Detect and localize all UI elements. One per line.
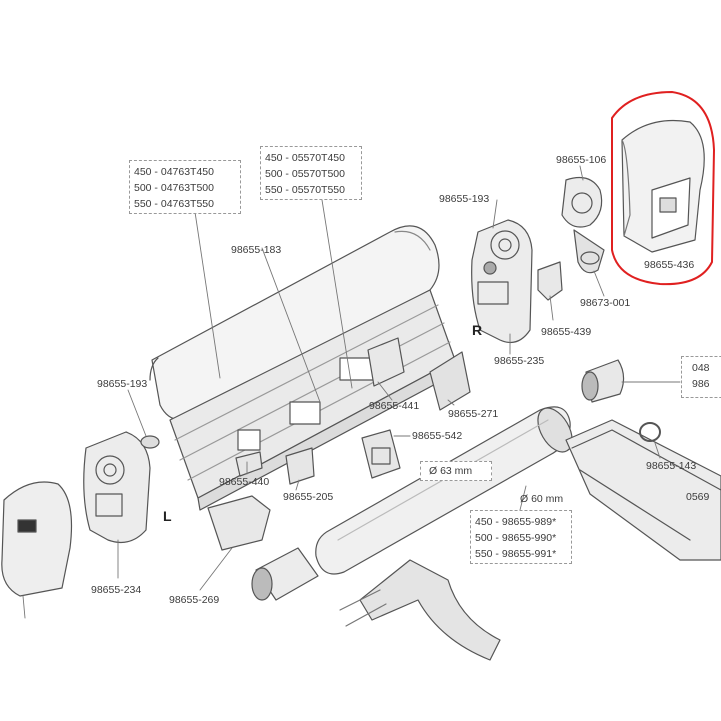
part-label-234: 98655-234	[91, 584, 142, 596]
profile-length-450: 450 - 05570T450	[265, 152, 345, 164]
arm-part	[339, 559, 501, 661]
part-label-106: 98655-106	[556, 154, 607, 166]
small-bracket-part	[537, 261, 563, 301]
part-label-271: 98655-271	[448, 408, 499, 420]
part-label-235: 98655-235	[494, 355, 545, 367]
awning-profile-part	[169, 289, 459, 511]
end-cover-part	[621, 119, 705, 253]
gear-part	[251, 547, 319, 601]
part-label-143: 98655-143	[646, 460, 697, 472]
part-label-193-right: 98655-193	[439, 193, 490, 205]
part-label-205: 98655-205	[283, 491, 334, 503]
profile-length-550: 550 - 05570T550	[265, 184, 345, 196]
tube-length-box: 450 - 98655-989* 500 - 98655-990* 550 - …	[470, 510, 572, 564]
part-label-269: 98655-269	[169, 594, 220, 606]
part-label-441: 98655-441	[369, 400, 420, 412]
part-label-193-left: 98655-193	[97, 378, 148, 390]
part-label-440: 98655-440	[219, 476, 270, 488]
left-cover-part	[1, 481, 73, 597]
right-end-cap-part	[471, 219, 533, 343]
side-label-right: R	[472, 322, 483, 338]
pulley-part	[561, 177, 605, 274]
bracket-parts	[207, 447, 315, 551]
cover-length-450: 450 - 04763T450	[134, 166, 214, 178]
part-label-436: 98655-436	[644, 259, 695, 271]
profile-length-box: 450 - 05570T450 500 - 05570T500 550 - 05…	[260, 146, 362, 200]
profile-length-500: 500 - 05570T500	[265, 168, 345, 180]
connector-code-1: 048	[692, 362, 710, 374]
tube-length-550: 550 - 98655-991*	[475, 548, 557, 560]
tube-length-500: 500 - 98655-990*	[475, 532, 557, 544]
left-end-cap-part	[83, 431, 160, 543]
part-label-183: 98655-183	[231, 244, 282, 256]
end-plug-part	[367, 337, 471, 411]
tube-diameter-60: Ø 60 mm	[520, 493, 564, 505]
tube-diameter-box: Ø 63 mm	[420, 461, 492, 481]
connector-code-box: 048 986	[681, 356, 721, 398]
tube-length-450: 450 - 98655-989*	[475, 516, 557, 528]
cover-length-box: 450 - 04763T450 500 - 04763T500 550 - 04…	[129, 160, 241, 214]
cover-length-550: 550 - 04763T550	[134, 198, 214, 210]
connector-code-2: 986	[692, 378, 710, 390]
part-label-439: 98655-439	[541, 326, 592, 338]
tube-diameter-63: Ø 63 mm	[429, 465, 473, 477]
part-label-001: 98673-001	[580, 297, 631, 309]
cover-length-500: 500 - 04763T500	[134, 182, 214, 194]
highlight-circle	[611, 91, 715, 286]
part-label-542: 98655-542	[412, 430, 463, 442]
rail-code-label: 0569	[686, 491, 710, 503]
rail-part	[565, 419, 721, 561]
connector-part	[581, 359, 661, 442]
slider-fitting-part	[361, 429, 401, 479]
side-label-left: L	[163, 508, 172, 524]
